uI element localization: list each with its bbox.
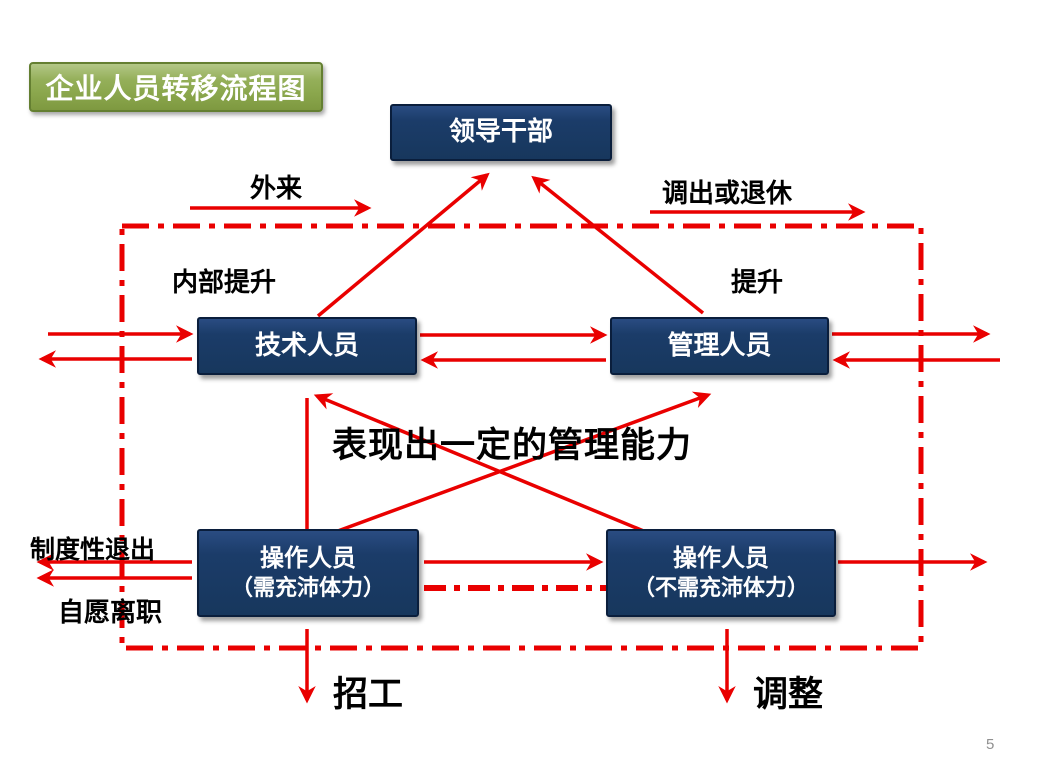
node-technical-label: 技术人员 [254, 330, 359, 360]
arrow-technical-to-leader [316, 172, 490, 318]
node-operator-strength-label-line1: 操作人员 [260, 546, 356, 573]
node-operator-no-strength-required: 操作人员 （不需充沛体力） [606, 529, 836, 617]
label-adjustment: 调整 [753, 675, 824, 714]
node-operator-light-label-line2: （不需充沛体力） [632, 575, 809, 601]
node-operator-strength-label-line2: （需充沛体力） [230, 575, 385, 601]
diagram-title: 企业人员转移流程图 [29, 62, 323, 112]
node-management-staff: 管理人员 [610, 317, 829, 375]
diagram-title-label: 企业人员转移流程图 [45, 74, 307, 105]
node-leader-label: 领导干部 [448, 117, 553, 147]
label-recruitment: 招工 [333, 675, 404, 714]
node-technical-staff: 技术人员 [197, 317, 417, 375]
label-institutional-exit: 制度性退出 [30, 537, 156, 564]
label-transfer-or-retire: 调出或退休 [662, 179, 793, 208]
arrow-opstrong-to-management [326, 391, 712, 537]
boundary-dashdot-rect [119, 223, 924, 651]
label-management-ability: 表现出一定的管理能力 [332, 426, 693, 465]
label-internal-promotion: 内部提升 [172, 268, 277, 297]
arrow-management-to-leader [531, 175, 705, 315]
label-promotion: 提升 [731, 268, 784, 297]
node-management-label: 管理人员 [667, 330, 772, 360]
label-voluntary-resignation: 自愿离职 [58, 598, 163, 627]
node-operator-light-label-line1: 操作人员 [673, 546, 769, 573]
node-operator-strength-required: 操作人员 （需充沛体力） [197, 529, 419, 617]
page-number: 5 [986, 736, 995, 753]
arrow-oplight-to-technical [313, 393, 647, 534]
label-external: 外来 [250, 174, 303, 203]
node-leader-cadre: 领导干部 [390, 104, 612, 161]
